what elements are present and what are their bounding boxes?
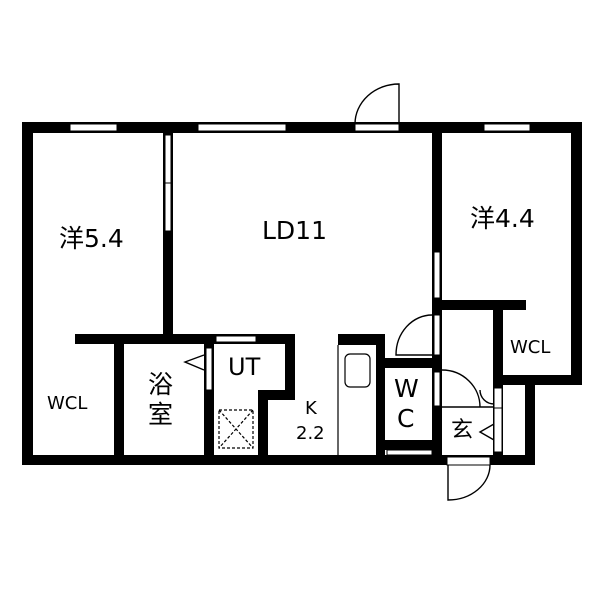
room-label-toilet-1: W (394, 374, 419, 403)
washer-space (218, 409, 254, 449)
room-label-western-2: 洋4.4 (470, 204, 535, 233)
room-label-kitchen-1: K (305, 398, 317, 419)
room-label-entrance: 玄 (451, 418, 474, 443)
room-label-utility: UT (228, 353, 261, 381)
room-label-wcl-left: WCL (47, 393, 88, 414)
room-label-living-dining: LD11 (262, 216, 327, 245)
kitchen-counter (337, 345, 371, 455)
room-label-toilet-2: C (397, 404, 415, 433)
room-label-western-1: 洋5.4 (59, 224, 124, 253)
windows (69, 123, 531, 466)
room-label-kitchen-2: 2.2 (296, 423, 325, 444)
room-label-bath-1: 浴 (148, 370, 174, 399)
room-label-bath-2: 室 (148, 400, 174, 429)
door-swings (183, 83, 495, 501)
room-label-wcl-right: WCL (510, 337, 551, 358)
